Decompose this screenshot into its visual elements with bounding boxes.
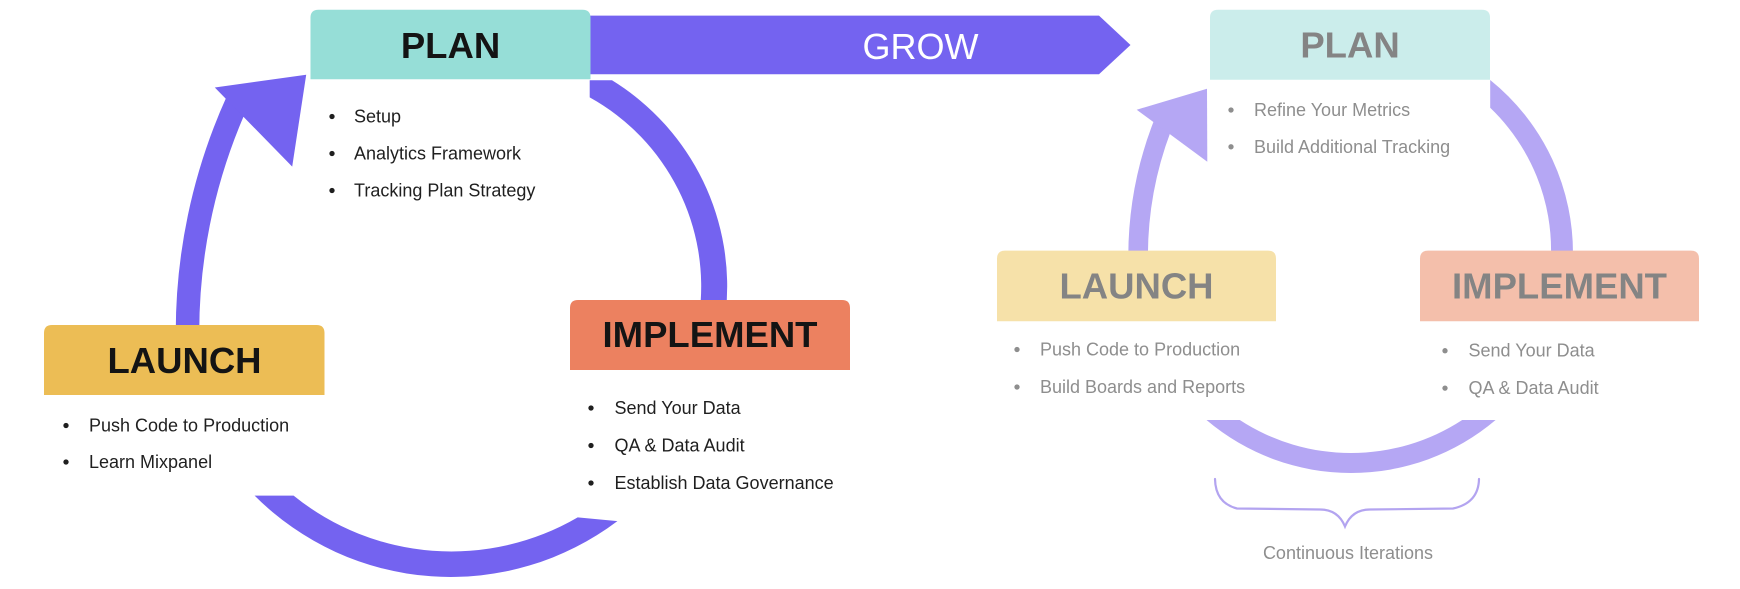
svg-text:PLAN: PLAN — [401, 25, 500, 66]
svg-text:QA & Data Audit: QA & Data Audit — [615, 436, 745, 456]
svg-text:Send Your Data: Send Your Data — [615, 398, 742, 418]
svg-text:Analytics Framework: Analytics Framework — [354, 144, 522, 164]
svg-text:Establish Data Governance: Establish Data Governance — [615, 473, 834, 493]
svg-text:Refine Your Metrics: Refine Your Metrics — [1254, 100, 1410, 120]
svg-text:Push Code to Production: Push Code to Production — [1040, 340, 1240, 360]
svg-text:Continuous Iterations: Continuous Iterations — [1263, 543, 1433, 563]
svg-text:LAUNCH: LAUNCH — [107, 340, 261, 381]
svg-text:Send Your Data: Send Your Data — [1469, 341, 1596, 361]
svg-text:Build Additional Tracking: Build Additional Tracking — [1254, 137, 1450, 157]
svg-text:Tracking Plan Strategy: Tracking Plan Strategy — [354, 181, 535, 201]
svg-text:GROW: GROW — [863, 26, 979, 67]
svg-text:IMPLEMENT: IMPLEMENT — [603, 314, 818, 355]
svg-text:LAUNCH: LAUNCH — [1059, 265, 1213, 306]
svg-text:PLAN: PLAN — [1300, 25, 1399, 66]
svg-text:QA & Data Audit: QA & Data Audit — [1469, 378, 1599, 398]
svg-text:Learn Mixpanel: Learn Mixpanel — [89, 452, 212, 472]
svg-text:IMPLEMENT: IMPLEMENT — [1452, 265, 1667, 306]
svg-text:Setup: Setup — [354, 107, 401, 127]
svg-text:Push Code to Production: Push Code to Production — [89, 416, 289, 436]
svg-text:Build Boards and Reports: Build Boards and Reports — [1040, 377, 1245, 397]
